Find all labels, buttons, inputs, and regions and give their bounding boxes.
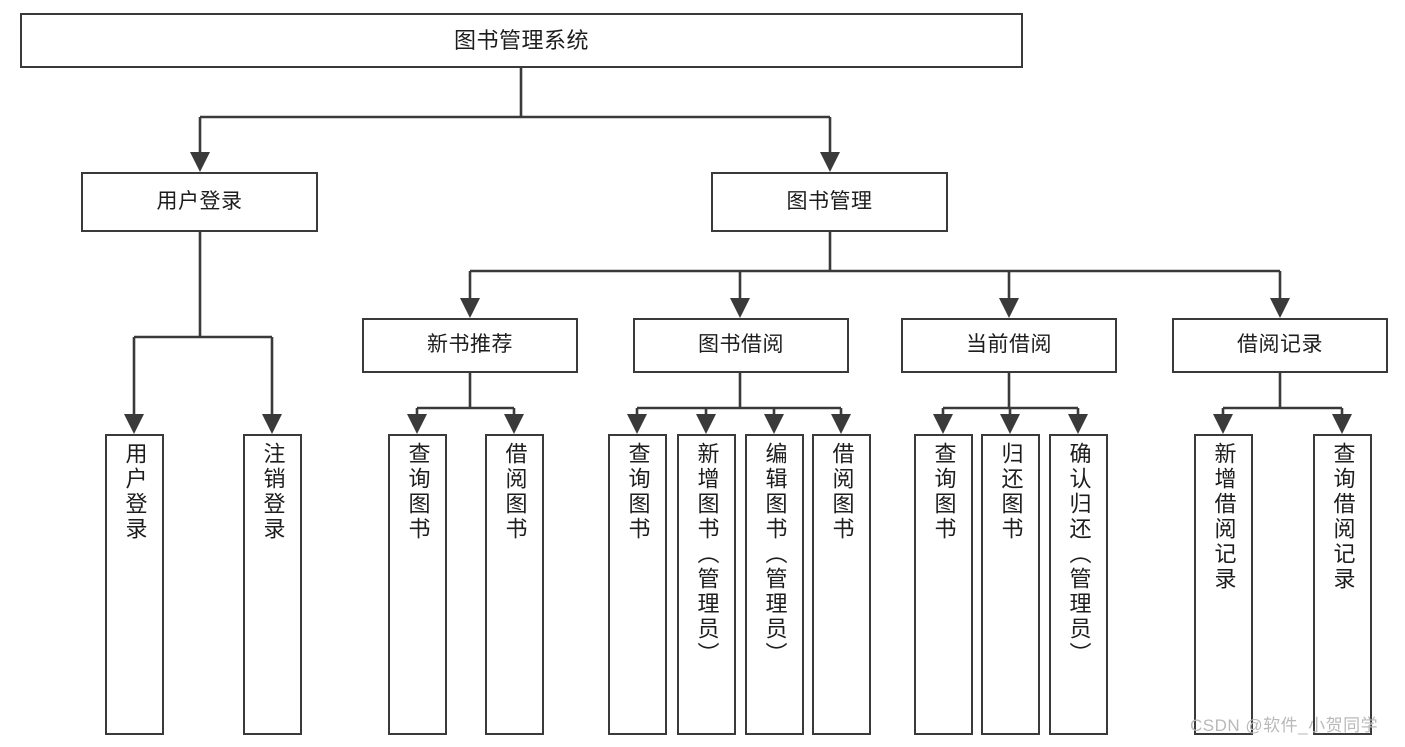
leaf-borrow-book-2[interactable]: 借阅图书 — [812, 434, 871, 735]
leaf-user-logout-label: 注销登录 — [260, 442, 286, 542]
node-root[interactable]: 图书管理系统 — [20, 13, 1023, 68]
node-new-book-recommend[interactable]: 新书推荐 — [362, 318, 578, 373]
node-new-book-recommend-label: 新书推荐 — [427, 333, 513, 357]
leaf-return-book-label: 归还图书 — [998, 442, 1024, 542]
node-user-login[interactable]: 用户登录 — [81, 172, 318, 232]
leaf-user-login-label: 用户登录 — [122, 442, 148, 542]
node-root-label: 图书管理系统 — [453, 27, 589, 53]
leaf-edit-book[interactable]: 编辑图书（管理员） — [745, 434, 804, 735]
node-book-borrow[interactable]: 图书借阅 — [633, 318, 849, 373]
leaf-add-record-label: 新增借阅记录 — [1211, 442, 1237, 592]
node-book-management-label: 图书管理 — [786, 189, 873, 213]
leaf-borrow-book-1[interactable]: 借阅图书 — [485, 434, 544, 735]
leaf-query-book-2-label: 查询图书 — [625, 442, 651, 542]
leaf-query-book-2[interactable]: 查询图书 — [608, 434, 667, 735]
node-borrow-record[interactable]: 借阅记录 — [1172, 318, 1388, 373]
node-book-management[interactable]: 图书管理 — [711, 172, 948, 232]
node-current-borrow[interactable]: 当前借阅 — [901, 318, 1117, 373]
leaf-query-book-3-label: 查询图书 — [931, 442, 957, 542]
node-borrow-record-label: 借阅记录 — [1237, 333, 1323, 357]
leaf-add-record[interactable]: 新增借阅记录 — [1194, 434, 1253, 735]
leaf-user-logout[interactable]: 注销登录 — [243, 434, 302, 735]
leaf-add-book[interactable]: 新增图书（管理员） — [677, 434, 736, 735]
node-current-borrow-label: 当前借阅 — [966, 333, 1052, 357]
leaf-confirm-return[interactable]: 确认归还（管理员） — [1049, 434, 1108, 735]
csdn-watermark: CSDN @软件_小贺同学 — [1190, 716, 1379, 735]
node-book-borrow-label: 图书借阅 — [698, 333, 784, 357]
leaf-query-book-3[interactable]: 查询图书 — [914, 434, 973, 735]
leaf-edit-book-label: 编辑图书（管理员） — [762, 442, 788, 667]
leaf-user-login[interactable]: 用户登录 — [105, 434, 164, 735]
leaf-borrow-book-2-label: 借阅图书 — [829, 442, 855, 542]
leaf-query-book-1-label: 查询图书 — [405, 442, 431, 542]
leaf-confirm-return-label: 确认归还（管理员） — [1066, 442, 1092, 667]
leaf-query-record[interactable]: 查询借阅记录 — [1313, 434, 1372, 735]
node-user-login-label: 用户登录 — [156, 189, 243, 213]
leaf-query-book-1[interactable]: 查询图书 — [388, 434, 447, 735]
leaf-query-record-label: 查询借阅记录 — [1330, 442, 1356, 592]
leaf-add-book-label: 新增图书（管理员） — [694, 442, 720, 667]
leaf-borrow-book-1-label: 借阅图书 — [502, 442, 528, 542]
leaf-return-book[interactable]: 归还图书 — [981, 434, 1040, 735]
